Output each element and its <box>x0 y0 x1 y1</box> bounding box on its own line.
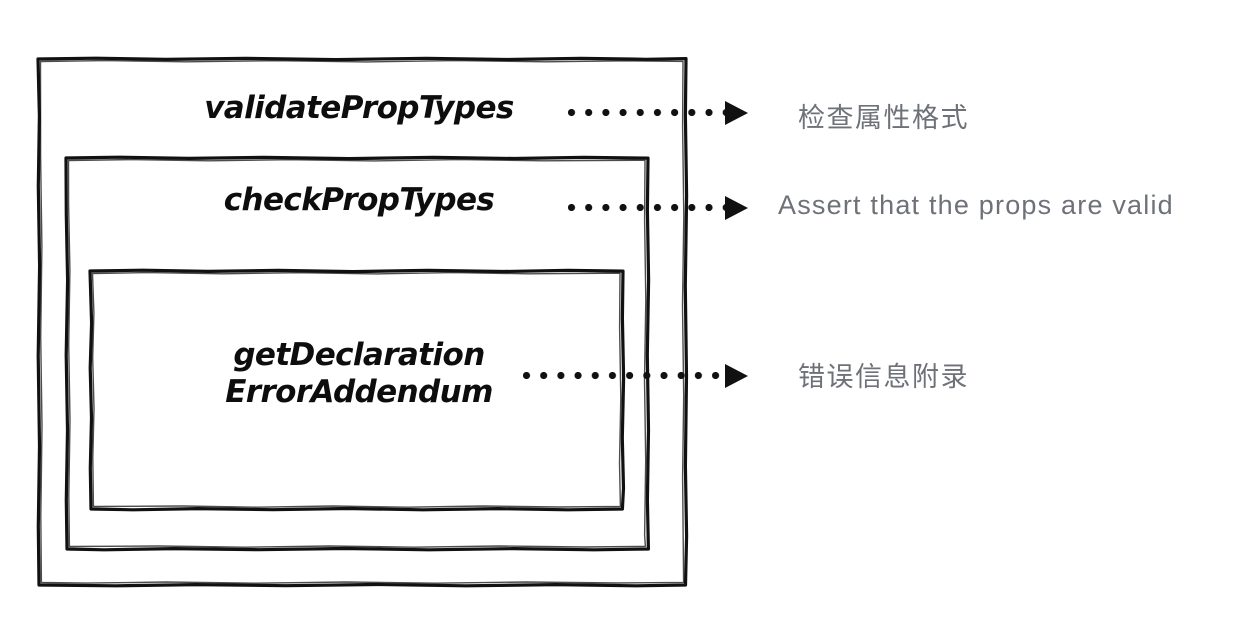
leader-line-validate-prop-types <box>568 101 750 125</box>
dotted-line-icon <box>568 204 725 212</box>
box-middle-outline <box>64 155 651 552</box>
label-check-prop-types: checkPropTypes <box>223 182 495 218</box>
label-get-declaration-line2: ErrorAddendum <box>225 373 493 410</box>
arrow-right-icon <box>725 364 748 388</box>
annotation-validate-prop-types: 检查属性格式 <box>798 103 969 133</box>
label-validate-prop-types: validatePropTypes <box>204 90 514 126</box>
box-check-prop-types <box>64 155 651 552</box>
box-get-declaration-error-addendum <box>88 268 626 512</box>
box-validate-prop-types <box>36 56 689 588</box>
leader-line-get-declaration-error-addendum <box>523 364 750 388</box>
arrow-right-icon <box>725 101 748 125</box>
box-outer-outline <box>36 56 689 588</box>
dotted-line-icon <box>523 372 725 380</box>
box-inner-outline <box>88 268 626 512</box>
dotted-line-icon <box>568 109 725 117</box>
annotation-check-prop-types: Assert that the props are valid <box>778 190 1174 220</box>
annotation-get-declaration-error-addendum: 错误信息附录 <box>798 362 969 392</box>
label-get-declaration-line1: getDeclaration <box>233 337 485 373</box>
arrow-right-icon <box>725 196 748 220</box>
leader-line-check-prop-types <box>568 196 750 220</box>
label-get-declaration-error-addendum: getDeclaration ErrorAddendum <box>0 337 718 410</box>
